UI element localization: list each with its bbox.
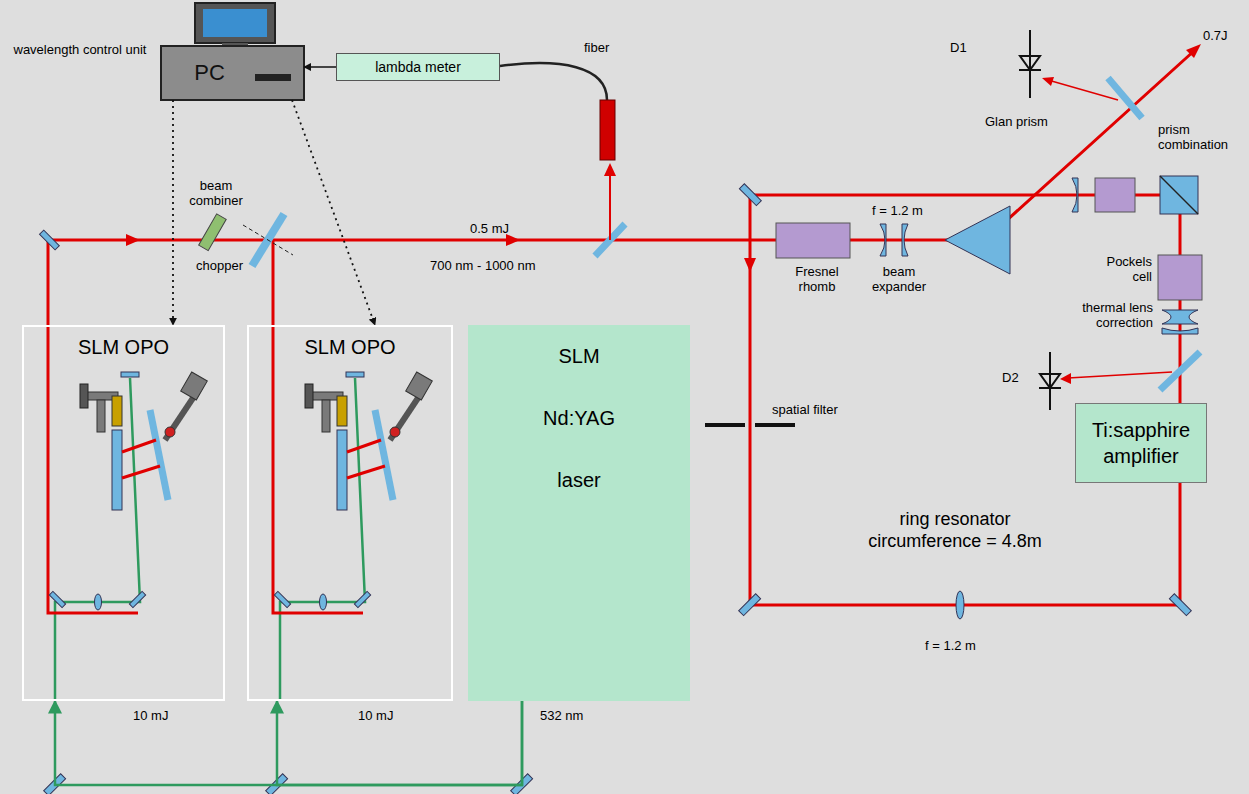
part-label: beam combiner [178, 178, 254, 208]
energy-label: 10 mJ [358, 708, 418, 723]
part-label: fiber [584, 40, 624, 55]
part-label: Fresnel rhomb [782, 264, 852, 294]
focal-length-label: f = 1.2 m [872, 203, 962, 218]
part-label: spatial filter [772, 402, 882, 417]
energy-label: 10 mJ [133, 708, 193, 723]
node-text: PC [194, 60, 225, 86]
pump-beam [277, 701, 522, 785]
node-text: SLM OPO [304, 335, 395, 359]
pump-beam [55, 701, 522, 785]
resonator-label: ring resonator circumference = 4.8m [850, 508, 1060, 552]
energy-label: 0.7J [1203, 28, 1243, 43]
detector-label: D1 [950, 40, 980, 55]
amplifier-box: Ti:sapphire amplifier [1075, 403, 1207, 483]
control-connector [304, 66, 336, 68]
node-text: lambda meter [375, 59, 461, 75]
detector-label: D2 [1002, 370, 1032, 385]
energy-label: 0.5 mJ [470, 221, 530, 236]
computer-box: PC [161, 46, 304, 100]
opo-box: SLM OPO [22, 325, 225, 701]
part-label: Pockels cell [1090, 254, 1152, 284]
part-label: beam expander [866, 264, 932, 294]
part-label: chopper [196, 258, 256, 273]
part-label: Glan prism [985, 114, 1075, 129]
node-text: SLM OPO [78, 335, 169, 359]
node-text: SLM Nd:YAG laser [533, 325, 625, 511]
part-label: thermal lens correction [1055, 300, 1153, 330]
control-connector [292, 100, 375, 325]
unit-label: wavelength control unit [10, 42, 150, 57]
part-label: prism combination [1158, 122, 1238, 152]
node-text: Ti:sapphire amplifier [1080, 417, 1202, 469]
focal-length-label: f = 1.2 m [925, 638, 1015, 653]
lambda-meter-box: lambda meter [336, 53, 500, 81]
wavelength-label: 700 nm - 1000 nm [430, 258, 560, 273]
control-connector [172, 100, 174, 325]
wavelength-label: 532 nm [540, 708, 610, 723]
laser-box: SLM Nd:YAG laser [468, 325, 690, 701]
opo-box: SLM OPO [247, 325, 453, 701]
